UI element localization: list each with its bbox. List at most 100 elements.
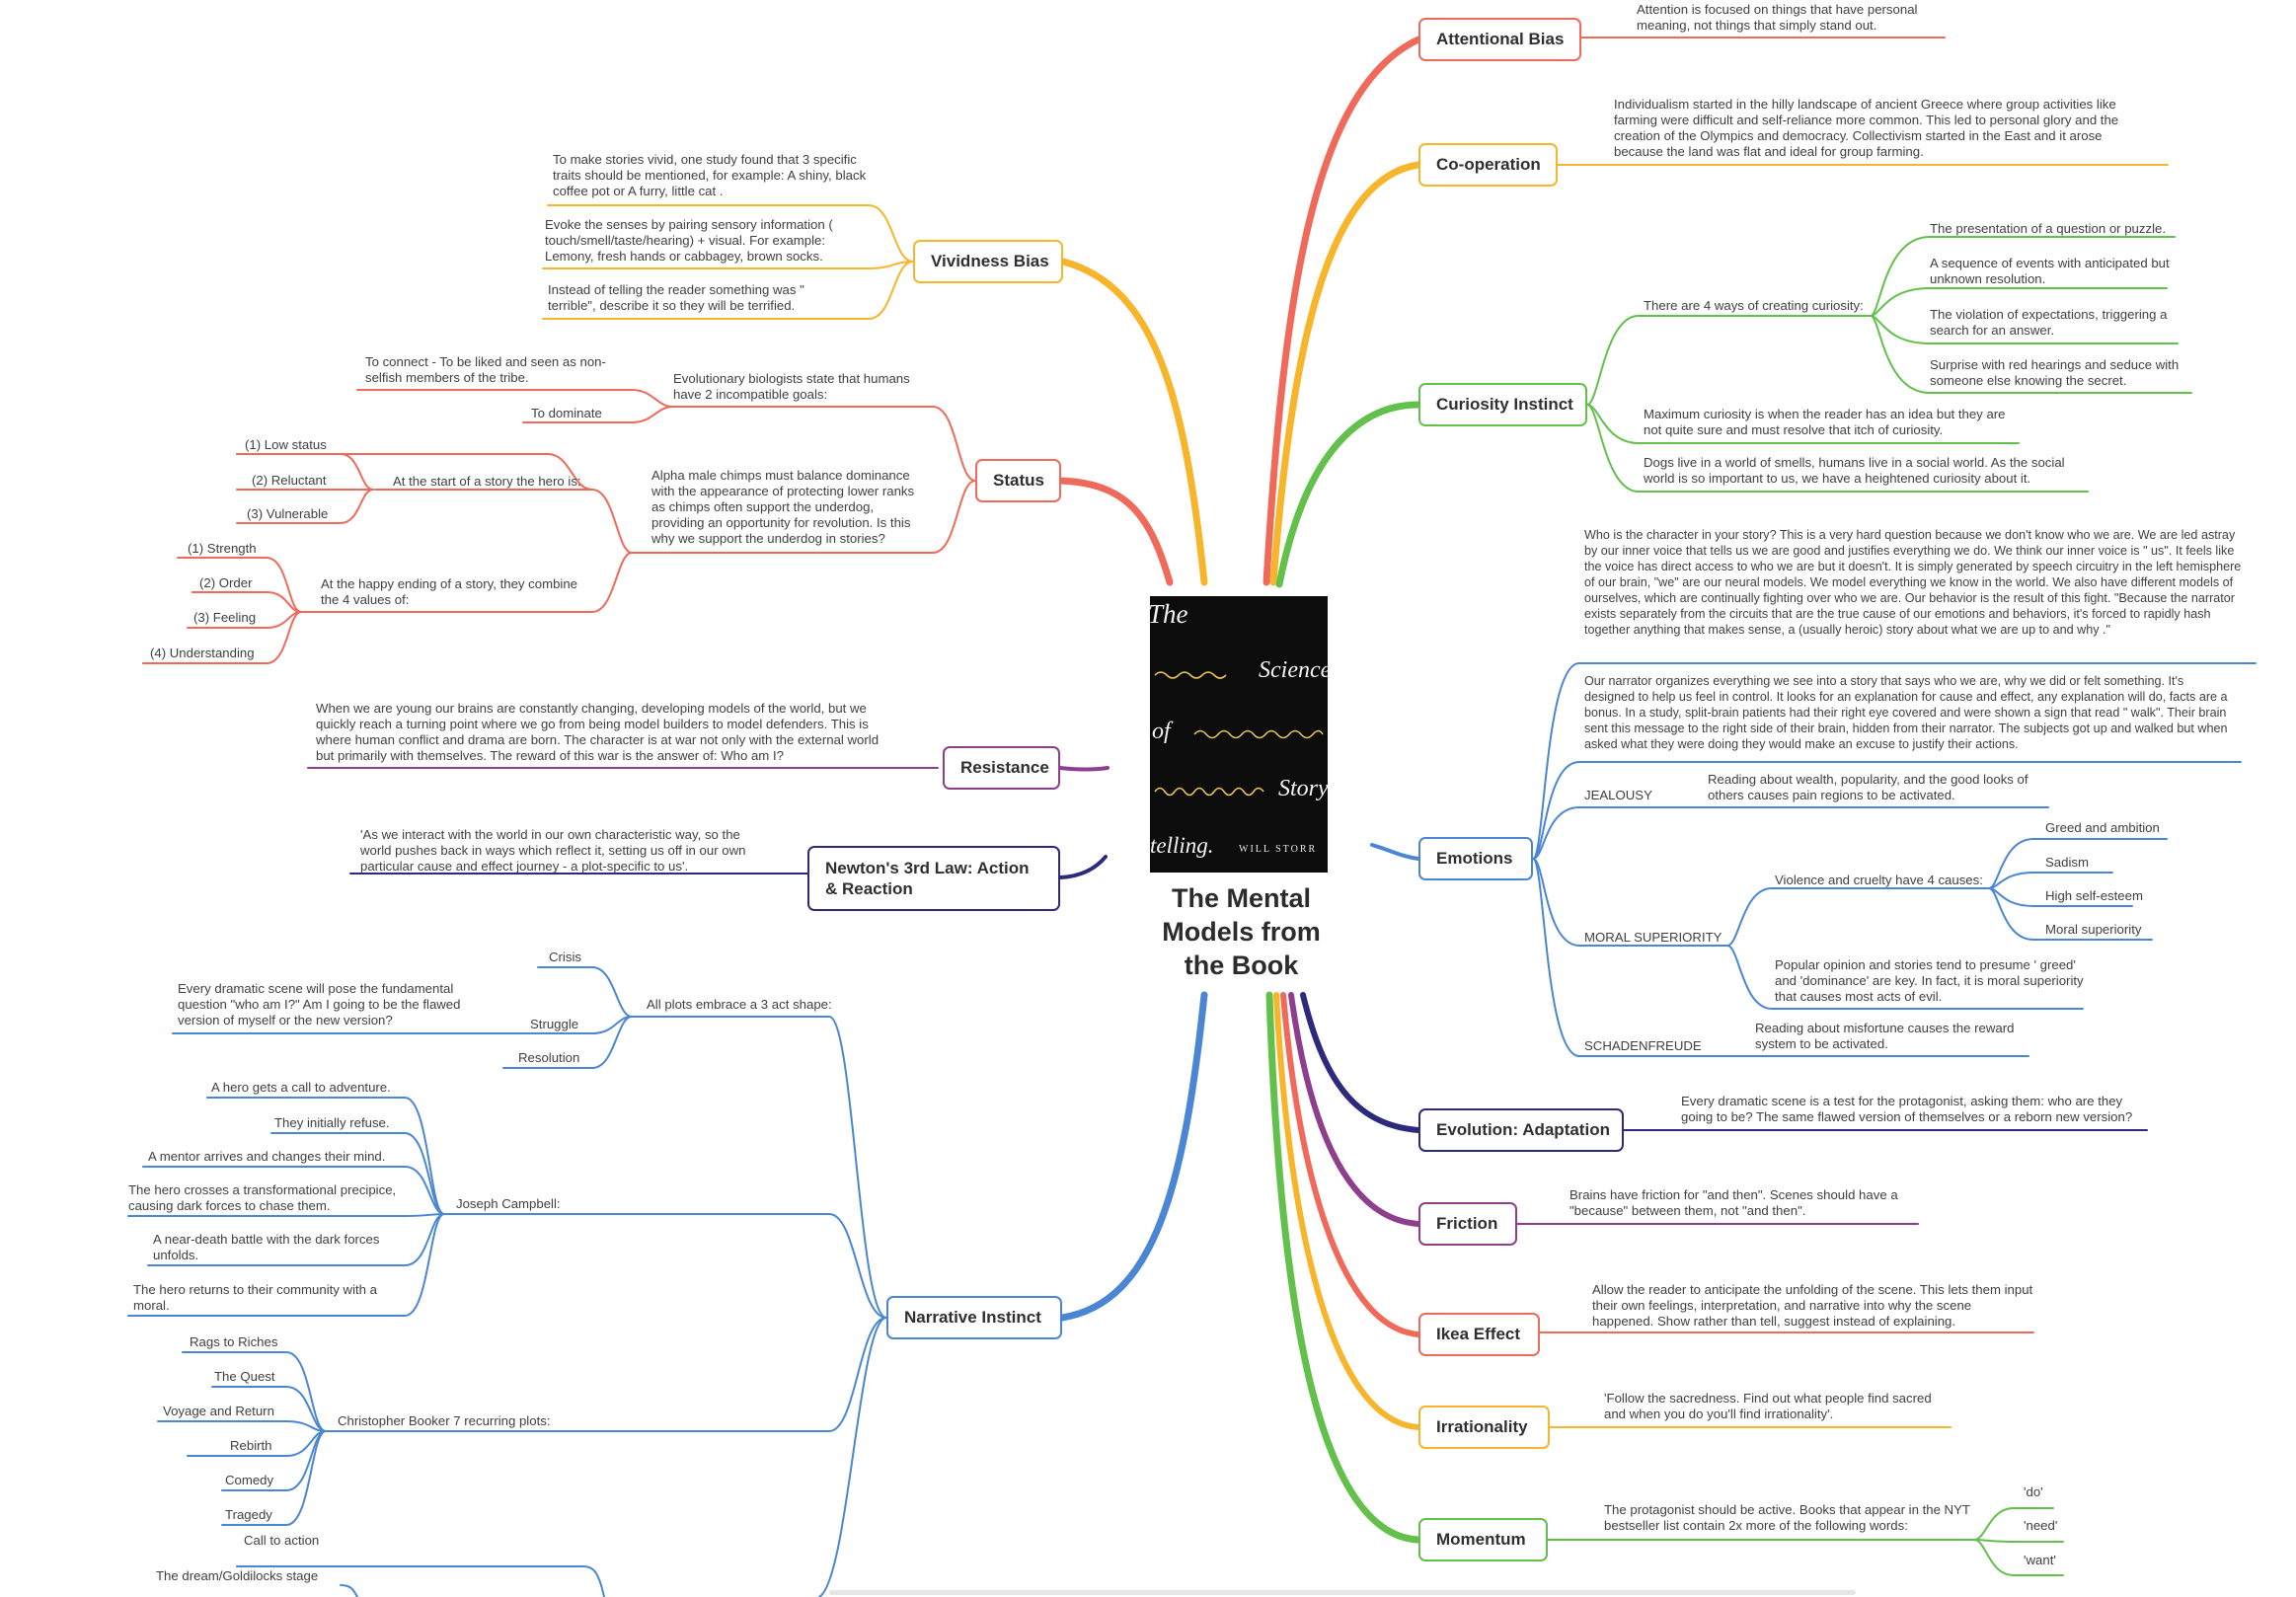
cover-word-2: Science: [1259, 657, 1328, 683]
trunk-momentum: [1265, 991, 1422, 1544]
status-order: (2) Order: [199, 575, 253, 590]
narrative-struggle-note: Every dramatic scene will pose the funda…: [178, 981, 461, 1027]
booker-plot-1: Rags to Riches: [190, 1334, 278, 1349]
topic-resistance[interactable]: Resistance: [943, 746, 1060, 790]
narrative-resolution: Resolution: [518, 1050, 580, 1065]
evolution-note: Every dramatic scene is a test for the p…: [1681, 1094, 2133, 1124]
campbell-step-6: The hero returns to their community with…: [133, 1282, 378, 1313]
topic-status[interactable]: Status: [975, 459, 1061, 502]
status-low: (1) Low status: [245, 437, 327, 452]
horizontal-scrollbar[interactable]: [829, 1590, 1856, 1595]
narrative-crisis: Crisis: [549, 950, 581, 964]
booker-plot-3: Voyage and Return: [163, 1404, 274, 1418]
emotions-jealousy-note: Reading about wealth, popularity, and th…: [1708, 772, 2028, 802]
status-connect: To connect - To be liked and seen as non…: [365, 354, 606, 385]
momentum-word-need: 'need': [2024, 1518, 2058, 1533]
emotions-jealousy: JEALOUSY: [1584, 788, 1652, 802]
trunk-narrative: [1058, 991, 1208, 1322]
curiosity-way-4: Surprise with red hearings and seduce wi…: [1930, 357, 2180, 388]
campbell-step-4: The hero crosses a transformational prec…: [128, 1182, 397, 1213]
trunk-resistance: [1058, 766, 1110, 772]
topic-cooperation[interactable]: Co-operation: [1418, 143, 1558, 187]
booker-plot-5: Comedy: [225, 1473, 274, 1487]
narrative-dream-stage: The dream/Goldilocks stage: [156, 1568, 319, 1583]
cover-word-3: of: [1152, 719, 1171, 744]
status-ending: At the happy ending of a story, they com…: [321, 576, 578, 607]
book-cover: The Science of Story telling. WILL STORR: [1150, 596, 1328, 873]
cover-wave-lines: [1154, 671, 1324, 797]
trunk-vividness: [1059, 258, 1208, 586]
trunk-evolution: [1300, 992, 1421, 1133]
narrative-plots: All plots embrace a 3 act shape:: [647, 997, 832, 1012]
topic-friction[interactable]: Friction: [1418, 1202, 1517, 1246]
topic-emotions[interactable]: Emotions: [1418, 837, 1533, 880]
vividness-note-1: To make stories vivid, one study found t…: [553, 152, 867, 198]
status-feeling: (3) Feeling: [193, 610, 257, 625]
topic-irrationality[interactable]: Irrationality: [1418, 1406, 1550, 1449]
resistance-note: When we are young our brains are constan…: [316, 701, 880, 763]
emotions-jealousy-line: [1532, 806, 2049, 860]
emotions-narrator-note: Our narrator organizes everything we see…: [1584, 674, 2228, 751]
status-reluctant: (2) Reluctant: [252, 473, 327, 488]
topic-momentum[interactable]: Momentum: [1418, 1518, 1548, 1561]
topic-narrative-instinct[interactable]: Narrative Instinct: [886, 1296, 1062, 1339]
momentum-word-want: 'want': [2024, 1553, 2056, 1567]
trunk-status: [1057, 477, 1174, 586]
curiosity-ways-stem: [1870, 236, 2176, 317]
emotions-cause-2: Sadism: [2045, 855, 2089, 870]
trunk-friction: [1288, 992, 1421, 1227]
curiosity-maximum: Maximum curiosity is when the reader has…: [1644, 407, 2006, 437]
status-dominate: To dominate: [531, 406, 602, 420]
trunk-newton: [1058, 855, 1108, 879]
emotions-cause-1: Greed and ambition: [2045, 820, 2160, 835]
status-strength: (1) Strength: [188, 541, 257, 556]
narrative-campbell: Joseph Campbell:: [456, 1196, 561, 1211]
topic-newtons-3rd-law[interactable]: Newton's 3rd Law: Action & Reaction: [807, 846, 1060, 911]
friction-note: Brains have friction for "and then". Sce…: [1569, 1187, 1898, 1218]
curiosity-max-line: [1586, 404, 2020, 444]
status-goals: Evolutionary biologists state that human…: [673, 371, 910, 402]
narrative-struggle: Struggle: [530, 1017, 579, 1031]
topic-evolution-adaptation[interactable]: Evolution: Adaptation: [1418, 1108, 1624, 1152]
emotions-schadenfreude-line: [1532, 858, 2029, 1057]
vividness-note-2: Evoke the senses by pairing sensory info…: [545, 217, 833, 264]
trunk-cooperation: [1269, 161, 1422, 586]
central-topic[interactable]: The Mental Models from the Book: [1162, 883, 1321, 980]
emotions-cause-3: High self-esteem: [2045, 888, 2143, 903]
booker-plot-6: Tragedy: [225, 1507, 272, 1522]
momentum-word-do: 'do': [2024, 1484, 2043, 1499]
curiosity-way-2: A sequence of events with anticipated bu…: [1930, 256, 2170, 286]
curiosity-dogs-line: [1586, 404, 2089, 493]
status-vulnerable: (3) Vulnerable: [247, 506, 329, 521]
trunk-attentional: [1263, 36, 1422, 586]
vividness-note-3: Instead of telling the reader something …: [548, 282, 804, 313]
emotions-schadenfreude-note: Reading about misfortune causes the rewa…: [1755, 1021, 2015, 1051]
status-chimps: Alpha male chimps must balance dominance…: [651, 468, 915, 546]
trunk-irrationality: [1273, 992, 1421, 1430]
curiosity-dogs: Dogs live in a world of smells, humans l…: [1644, 455, 2065, 486]
campbell-step-2: They initially refuse.: [274, 1115, 390, 1130]
status-understanding: (4) Understanding: [150, 646, 255, 660]
emotions-violence: Violence and cruelty have 4 causes:: [1775, 873, 1983, 887]
campbell-step-1: A hero gets a call to adventure.: [211, 1080, 391, 1095]
topic-curiosity-instinct[interactable]: Curiosity Instinct: [1418, 383, 1587, 426]
emotions-schadenfreude: SCHADENFREUDE: [1584, 1038, 1702, 1053]
emotions-cause-4: Moral superiority: [2045, 922, 2142, 937]
status-start: At the start of a story the hero is:: [393, 474, 581, 489]
emotions-narrator-line: [1532, 761, 2242, 860]
booker-plot-2: The Quest: [214, 1369, 275, 1384]
topic-vividness-bias[interactable]: Vividness Bias: [913, 240, 1063, 283]
emotions-moral-superiority: MORAL SUPERIORITY: [1584, 930, 1722, 945]
cover-word-4: Story: [1278, 776, 1328, 801]
topic-attentional-bias[interactable]: Attentional Bias: [1418, 18, 1581, 61]
cover-word-5: telling.: [1150, 833, 1214, 858]
narrative-booker: Christopher Booker 7 recurring plots:: [338, 1413, 551, 1428]
campbell-step-5: A near-death battle with the dark forces…: [153, 1232, 380, 1262]
narrative-call-to-action: Call to action: [244, 1533, 320, 1548]
attentional-bias-note: Attention is focused on things that have…: [1637, 2, 1918, 33]
emotions-moral-line: [1532, 858, 1728, 947]
topic-ikea-effect[interactable]: Ikea Effect: [1418, 1313, 1540, 1356]
emotions-who-line: [1532, 662, 2257, 860]
